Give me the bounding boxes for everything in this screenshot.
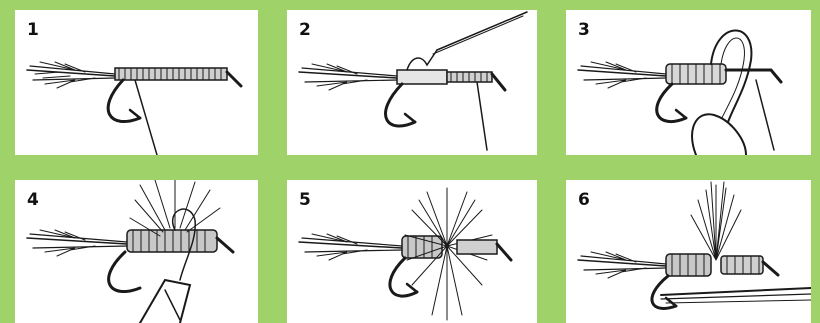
step-number: 6 (578, 190, 590, 210)
step-3-illustration (566, 10, 811, 155)
step-number: 5 (299, 190, 311, 210)
step-panel-1: 1 (15, 10, 258, 155)
step-1-illustration (15, 10, 258, 155)
step-5-illustration (287, 180, 537, 323)
step-6-illustration (566, 180, 811, 323)
step-number: 4 (27, 190, 39, 210)
step-number: 3 (578, 20, 590, 40)
step-panel-2: 2 (287, 10, 537, 155)
step-panel-3: 3 (566, 10, 811, 155)
step-4-illustration (15, 180, 258, 323)
step-panel-4: 4 (15, 180, 258, 323)
step-2-illustration (287, 10, 537, 155)
step-number: 1 (27, 20, 39, 40)
step-panel-5: 5 (287, 180, 537, 323)
step-number: 2 (299, 20, 311, 40)
step-panel-6: 6 (566, 180, 811, 323)
